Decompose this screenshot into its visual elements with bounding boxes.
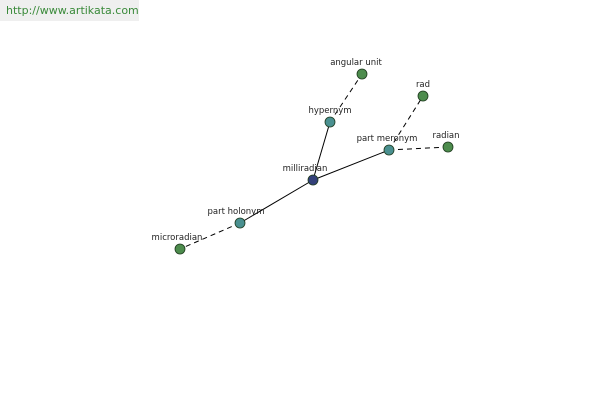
node-label-milliradian: milliradian (283, 164, 328, 174)
node-dot-part-meronym[interactable] (383, 144, 395, 156)
node-dot-milliradian[interactable] (307, 174, 319, 186)
node-label-part-meronym: part meronym (357, 134, 418, 144)
node-dot-microradian[interactable] (174, 243, 186, 255)
edge-part-meronym-to-radian (388, 146, 449, 151)
watermark-url: http://www.artikata.com (0, 0, 139, 21)
graph-nodes: milliradian hypernym part meronym part holo… (152, 58, 460, 255)
node-hypernym[interactable]: hypernym (308, 106, 352, 128)
node-label-rad: rad (416, 80, 430, 90)
node-label-part-holonym: part holonym (208, 207, 265, 217)
node-milliradian[interactable]: milliradian (283, 164, 328, 186)
edge-milliradian-to-part-holonym (239, 179, 314, 224)
edge-part-holonym-to-microradian (179, 222, 241, 250)
edge-hypernym-to-angular-unit (329, 73, 363, 123)
node-microradian[interactable]: microradian (152, 233, 203, 255)
node-label-hypernym: hypernym (308, 106, 351, 116)
node-angular-unit[interactable]: angular unit (330, 58, 382, 80)
graph-edges (179, 73, 449, 250)
node-dot-part-holonym[interactable] (234, 217, 246, 229)
node-dot-radian[interactable] (442, 141, 454, 153)
node-part-meronym[interactable]: part meronym (357, 134, 418, 156)
node-radian[interactable]: radian (432, 131, 460, 153)
node-rad[interactable]: rad (416, 80, 430, 102)
edge-milliradian-to-hypernym (312, 121, 331, 181)
node-dot-rad[interactable] (417, 90, 429, 102)
node-label-microradian: microradian (152, 233, 203, 243)
node-label-radian: radian (432, 131, 459, 141)
node-label-angular-unit: angular unit (330, 58, 382, 68)
edge-part-meronym-to-rad (388, 95, 424, 151)
node-dot-angular-unit[interactable] (356, 68, 368, 80)
edge-milliradian-to-part-meronym (312, 149, 390, 181)
node-dot-hypernym[interactable] (324, 116, 336, 128)
node-part-holonym[interactable]: part holonym (208, 207, 265, 229)
